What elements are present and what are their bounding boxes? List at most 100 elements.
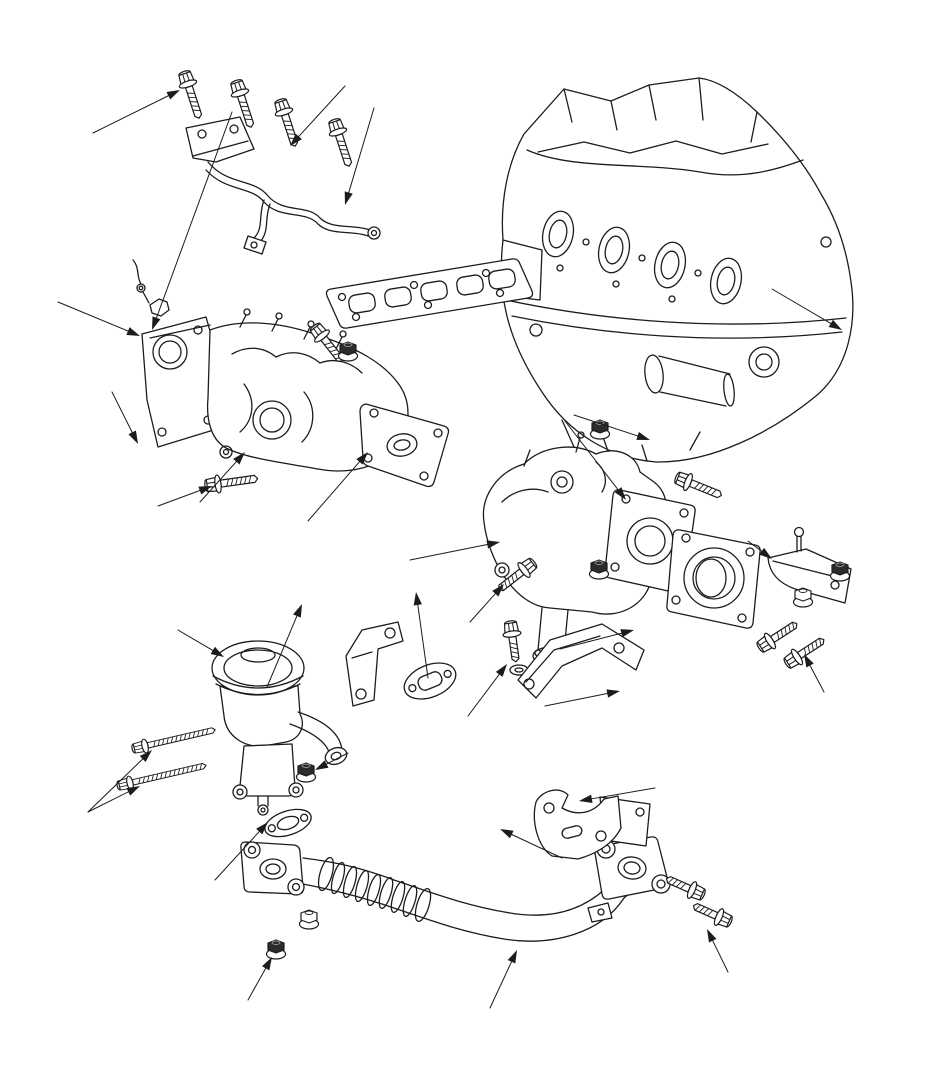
callout-arrow xyxy=(413,592,422,606)
flange-bolt xyxy=(783,637,825,669)
callout-arrow xyxy=(233,452,245,465)
callout-arrow xyxy=(707,929,717,943)
flange-bolt xyxy=(756,621,798,653)
callout-line xyxy=(511,834,563,859)
callout xyxy=(214,822,268,881)
callout-arrow xyxy=(579,794,593,803)
flange-bolt xyxy=(502,620,522,663)
callout xyxy=(290,85,346,146)
callout xyxy=(152,111,233,330)
callout-line xyxy=(467,673,500,717)
callout xyxy=(467,664,507,717)
callout xyxy=(500,829,563,859)
callout-line xyxy=(298,85,346,137)
callout-arrow xyxy=(636,431,650,440)
callouts-layer xyxy=(57,85,842,1009)
callout xyxy=(559,629,634,650)
hex-nut xyxy=(298,909,320,930)
callout-line xyxy=(747,540,763,552)
hex-nut xyxy=(588,559,610,580)
hex-nut xyxy=(829,561,851,582)
wiring-bracket xyxy=(185,116,381,255)
egr-base-gasket xyxy=(264,808,312,838)
round-pipe-flange xyxy=(666,529,761,629)
callout xyxy=(771,288,842,330)
callout-line xyxy=(712,940,729,973)
callout-line xyxy=(247,967,267,1001)
callout-arrow xyxy=(356,452,368,465)
heat-stay-bracket xyxy=(509,623,645,699)
callout-arrow xyxy=(620,629,634,638)
callout xyxy=(111,391,138,444)
callout-arrow xyxy=(126,327,140,336)
hex-nut xyxy=(295,762,317,783)
callout-line xyxy=(559,632,622,650)
callout-line xyxy=(348,107,375,194)
egr-pipe-bracket xyxy=(345,621,404,707)
callout-arrow xyxy=(828,319,842,330)
callout xyxy=(579,787,656,803)
pipe-tab xyxy=(587,902,613,923)
callout-line xyxy=(57,301,129,332)
bolts-layer xyxy=(116,70,825,928)
hex-nut xyxy=(337,341,359,362)
callout xyxy=(707,929,729,973)
callout xyxy=(87,750,152,813)
intake-manifold-gasket xyxy=(325,258,534,329)
callout-arrow xyxy=(507,950,517,964)
flex-section xyxy=(317,856,432,923)
callout-arrow xyxy=(614,487,626,500)
callout-line xyxy=(199,461,237,503)
egr-valve xyxy=(211,640,348,816)
callout xyxy=(344,107,375,205)
hex-nut xyxy=(265,939,287,960)
callout-arrow xyxy=(126,786,140,796)
callout xyxy=(87,786,140,813)
callout-line xyxy=(417,604,429,679)
callout-arrow xyxy=(344,191,353,205)
callout xyxy=(747,540,772,559)
callout-line xyxy=(809,665,825,693)
oval-gasket xyxy=(403,662,457,700)
callout xyxy=(489,950,517,1009)
callout xyxy=(544,689,620,707)
oxygen-sensor xyxy=(132,259,170,317)
callout-arrow xyxy=(315,760,329,770)
callout-arrow xyxy=(128,430,138,444)
callout-line xyxy=(771,288,832,324)
flange-bolt xyxy=(116,762,207,791)
flange-bolt xyxy=(665,876,706,901)
callout-line xyxy=(591,787,656,800)
flange-bolt xyxy=(328,118,353,167)
flange-bolt xyxy=(230,79,255,128)
callout-arrow xyxy=(261,957,272,971)
callout xyxy=(315,752,349,770)
callout xyxy=(266,604,302,688)
callout-line xyxy=(489,961,513,1009)
callout-arrow xyxy=(804,654,814,668)
callout xyxy=(247,957,272,1001)
flange-bolt xyxy=(178,70,203,119)
callout-arrow xyxy=(290,133,302,146)
nuts-layer xyxy=(265,341,851,960)
callout-arrow xyxy=(256,822,268,835)
callout-line xyxy=(111,391,133,433)
callout xyxy=(57,301,140,336)
callout-arrow xyxy=(759,547,772,559)
callout-arrow xyxy=(152,316,161,330)
flange-bolt xyxy=(674,471,722,499)
callout-arrow xyxy=(492,584,504,597)
flange-bolt xyxy=(274,98,299,147)
callout-line xyxy=(92,95,169,134)
callout-line xyxy=(87,791,129,813)
callout-line xyxy=(157,490,201,507)
callout-line xyxy=(177,629,214,651)
flange-bolt xyxy=(204,474,259,494)
coolant-pipe xyxy=(644,354,735,407)
callout xyxy=(409,540,500,561)
callout-arrow xyxy=(139,750,152,763)
callout-line xyxy=(409,544,488,561)
callout-arrow xyxy=(198,486,212,495)
flange-bolt xyxy=(131,727,216,754)
